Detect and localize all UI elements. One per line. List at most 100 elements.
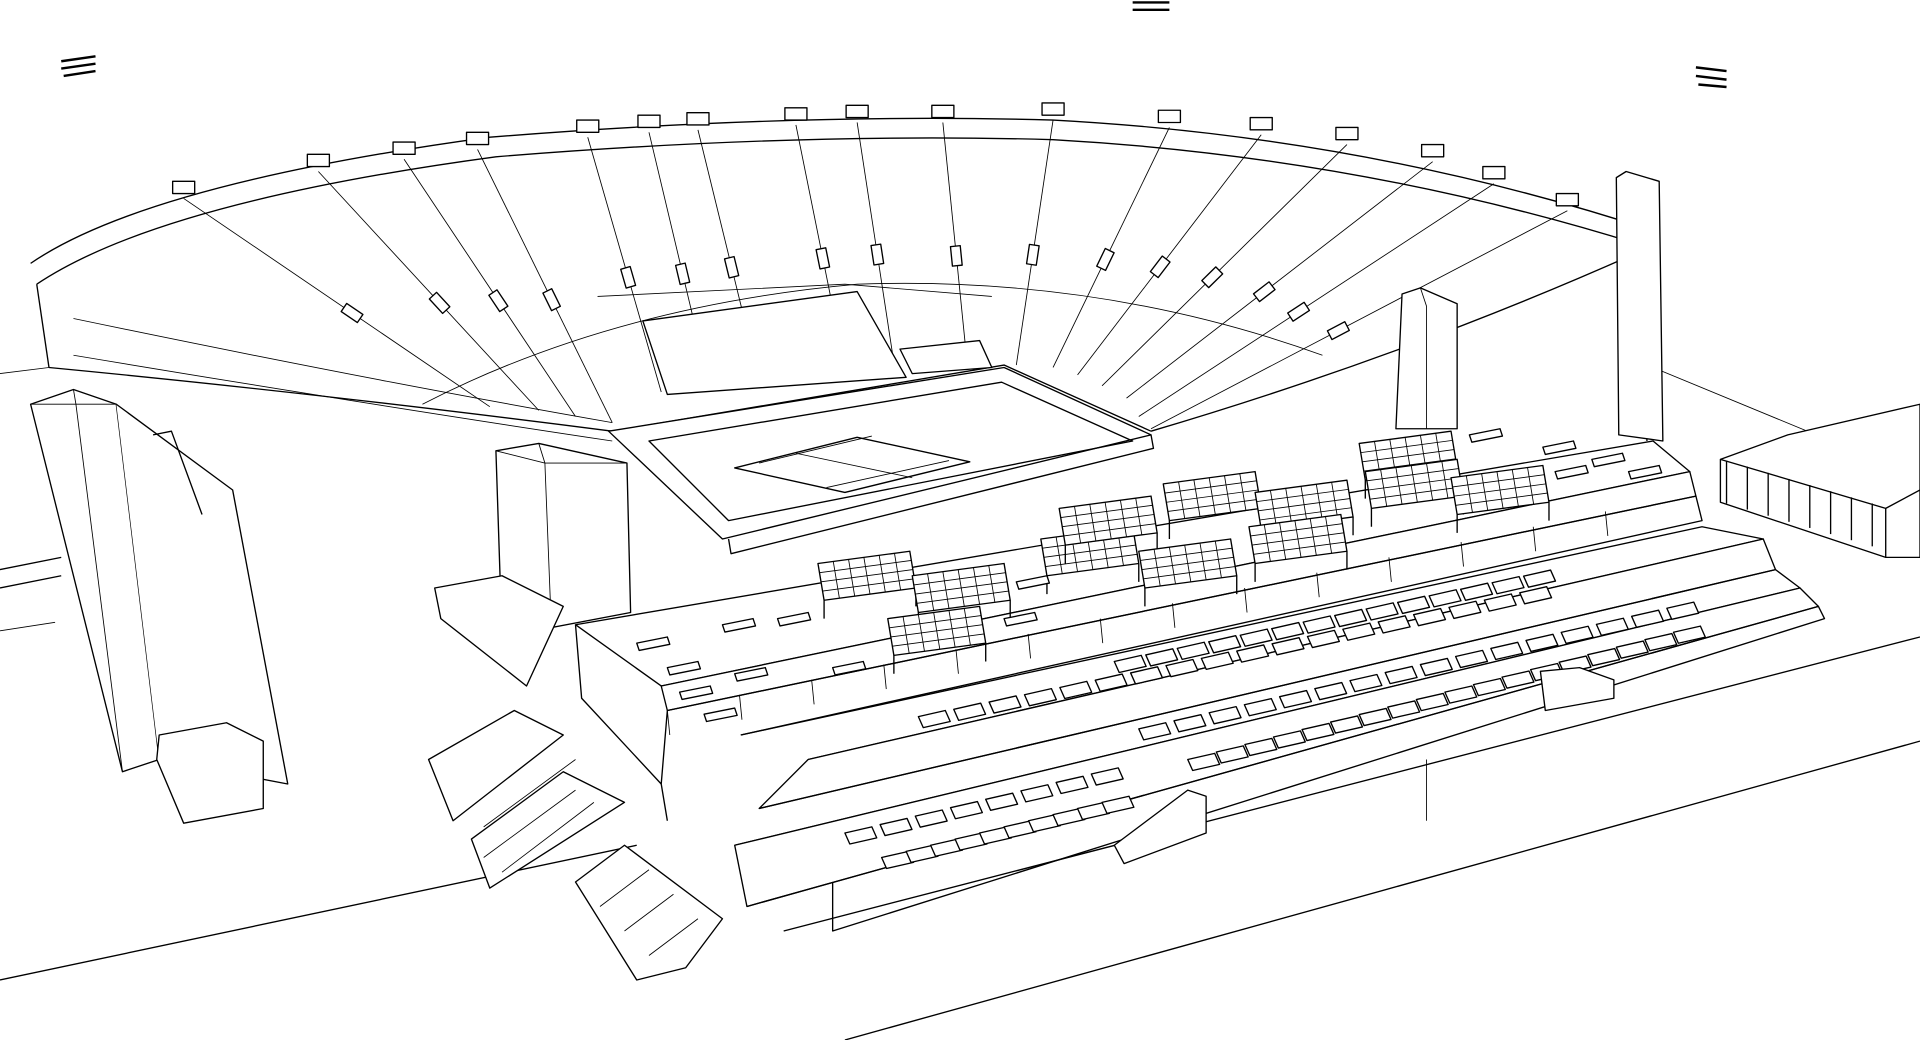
pergola-beam [1043,544,1136,558]
pergola-beam [1369,486,1462,500]
vomitory-entrance [428,291,451,315]
pergola [1450,464,1550,533]
rim-light-box [576,119,600,133]
glass-partition [1172,603,1176,628]
lounge-sofa [1542,440,1577,456]
rim-light-box [1420,143,1445,158]
aisle-line [1015,119,1054,366]
box-seat [1491,575,1525,595]
box-seat [1176,641,1210,661]
pergola [1058,495,1158,564]
pergola-beam [916,590,1009,604]
rim-light-box [931,104,955,119]
box-seat [988,695,1022,714]
box-seat [1448,600,1482,620]
pergola-beam [1452,474,1545,488]
vomitory-entrance [1326,321,1350,341]
table-seat [1615,640,1649,659]
floodlights [61,1,1727,515]
table-seat [1272,730,1306,749]
rim-light-box [1482,165,1506,180]
pergola-beam [913,572,1006,586]
box-seat [1200,651,1234,671]
lounge-sofa [721,617,757,633]
pergola-beam [1363,458,1456,472]
aisle-line [856,122,895,363]
aisle-line [1052,127,1170,368]
rim-light-box [1249,116,1273,131]
vomitory-entrance [1025,243,1040,266]
box-seat [1630,609,1665,629]
rim-light-box [306,153,331,168]
pergola-beam [1360,439,1453,454]
aisle-line [1150,210,1568,430]
aisle-line [1101,144,1348,387]
box-seat [1239,628,1273,647]
aisle-line [183,198,491,408]
vomitory-entrance [542,288,562,312]
pergola-post [1254,551,1348,582]
table-seat [1501,670,1535,689]
vomitory-entrance [1201,266,1224,289]
rim-light-box [1335,126,1359,141]
box-seat [844,826,878,845]
box-seat [1020,784,1054,803]
box-seat [1365,602,1399,621]
box-seat [1334,608,1368,628]
aisle-line [1138,183,1495,417]
box-seat [1459,582,1494,601]
vomitory-entrance [1149,255,1171,279]
pergola [817,550,917,619]
terraced-building [574,428,1826,932]
aisle-line [587,137,662,393]
box-seat [1306,629,1340,649]
box-seat [1236,644,1270,663]
pergola-beam [1060,504,1153,518]
box-seat [1278,689,1313,709]
vomitory-entrance [1096,247,1115,272]
glass-partition [1027,633,1032,659]
box-seat [949,800,984,820]
box-seat [1428,589,1462,608]
table-seat [1301,722,1335,742]
box-seat [953,702,987,722]
box-seat [1145,648,1179,667]
pergola-beam [1258,498,1351,512]
box-seat [1314,681,1348,701]
box-seat [1522,569,1557,588]
table-seat [1672,625,1706,644]
pergola-beam [1250,523,1343,537]
glass-partition [1460,542,1464,567]
pergola-post [1456,502,1550,533]
box-seat [1271,636,1305,656]
pergola-beam [822,578,915,592]
box-seat [1412,607,1447,627]
pergola-structures [817,430,1550,674]
aisle-line [1077,134,1262,376]
box-seat [879,817,913,837]
lounge-sofa [1468,428,1504,443]
lounge-sofa [1627,464,1663,480]
lounge-sofa [1003,611,1038,627]
pergola-beam [819,559,912,574]
box-seat [1483,593,1517,612]
lounge-sofa [1591,452,1626,468]
pergola-beam [1167,498,1260,512]
pergola-post [893,643,987,674]
glass-partition [1532,526,1537,552]
box-seat [1384,665,1418,685]
box-seat [1055,775,1089,795]
pergola-beam [1454,483,1546,497]
box-seat [1090,767,1124,786]
pergola [911,562,1011,631]
box-seat [1023,687,1058,707]
pergola-beam [1366,468,1459,482]
stairs [427,666,1615,981]
box-seat [1519,586,1553,605]
lounge-furniture [636,428,1663,723]
box-seat [1595,617,1629,637]
table-seat [1215,745,1249,764]
vomitory-entrance [723,255,740,279]
aisle-line [403,159,576,417]
rim-light-box [171,180,196,195]
